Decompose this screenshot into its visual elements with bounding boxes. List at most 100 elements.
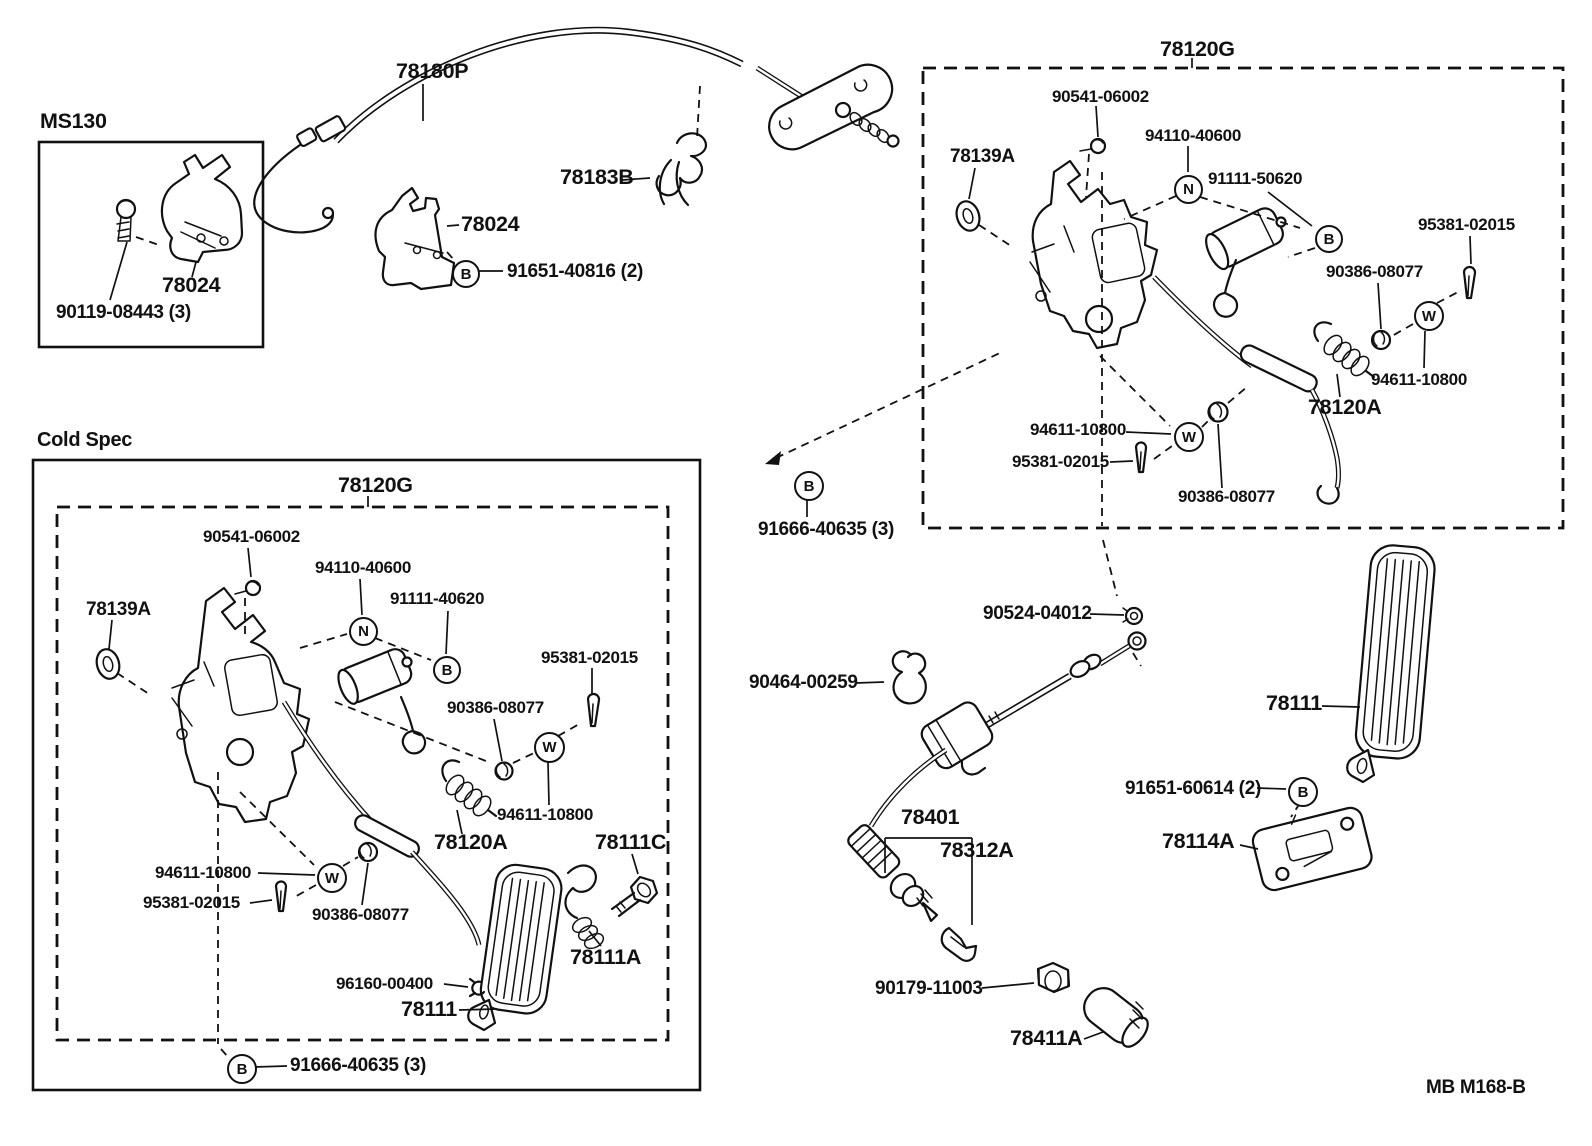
- top-cable-art: [253, 26, 900, 291]
- bellcrank-icon: [768, 63, 894, 151]
- cotter-pin-icon: [1462, 265, 1477, 300]
- part-label-78183b: 78183B: [560, 165, 634, 189]
- fastener-circle-w: W: [1414, 301, 1444, 331]
- main-box-frame: [921, 66, 1565, 530]
- part-label-78139a-main: 78139A: [950, 146, 1015, 167]
- hose-clamp-icon: [891, 650, 927, 705]
- part-label-91111-40620: 91111-40620: [390, 589, 485, 608]
- e-clip-icon: [468, 977, 486, 998]
- part-label-94110-main: 94110-40600: [1145, 126, 1241, 145]
- part-label-95381-left-main: 95381-02015: [1012, 452, 1109, 471]
- cold-inner-frame: [55, 505, 670, 1042]
- fastener-circle-w: W: [1174, 422, 1204, 452]
- collar-icon: [494, 761, 514, 781]
- part-label-95381-right-cold: 95381-02015: [541, 648, 638, 667]
- part-label-90386-left-cold: 90386-08077: [312, 905, 409, 924]
- part-label-78114a: 78114A: [1162, 829, 1235, 853]
- part-label-78139a-cold: 78139A: [86, 599, 151, 620]
- part-label-78120a-cold: 78120A: [434, 830, 508, 854]
- bracket-icon: [160, 153, 244, 264]
- drawing-code: MB M168-B: [1426, 1077, 1526, 1098]
- fastener-circle-n: N: [1174, 175, 1203, 204]
- fastener-circle-b: B: [452, 260, 480, 288]
- cold-box-title: 78120G: [338, 473, 413, 497]
- fastener-circle-b: B: [1288, 777, 1318, 807]
- part-label-78024-ms130: 78024: [162, 273, 221, 297]
- cold-box-art: [31, 458, 702, 1092]
- part-label-78111-right: 78111: [1266, 691, 1322, 715]
- part-label-90541-main: 90541-06002: [1052, 87, 1149, 106]
- nut-icon: [1124, 606, 1144, 626]
- cold-box-header: Cold Spec: [37, 429, 133, 451]
- main-box-art: [765, 58, 1565, 597]
- fastener-circle-w: W: [317, 863, 347, 893]
- grommet-icon: [95, 648, 121, 680]
- pedal-assembly-art: [1239, 544, 1436, 892]
- cotter-pin-icon: [586, 692, 601, 728]
- part-label-94611-right-main: 94611-10800: [1371, 370, 1467, 389]
- cable-adjuster-icon: [847, 824, 901, 879]
- part-label-95381-right-main: 95381-02015: [1418, 215, 1515, 234]
- part-label-90179: 90179-11003: [875, 978, 983, 999]
- part-label-90386-right-main: 90386-08077: [1326, 262, 1423, 281]
- pedal-plate-icon: [1251, 806, 1373, 892]
- accelerator-pedal-icon: [1354, 544, 1436, 760]
- cold-box-frame: [31, 458, 702, 1092]
- fastener-circle-w: W: [534, 732, 565, 763]
- fastener-circle-b: B: [227, 1054, 257, 1084]
- part-label-94110-cold: 94110-40600: [315, 558, 411, 577]
- bolt-icon: [629, 875, 659, 905]
- part-label-90464: 90464-00259: [749, 672, 858, 693]
- screw-icon: [244, 579, 262, 597]
- damper-icon: [337, 648, 413, 705]
- part-label-90541-cold: 90541-06002: [203, 527, 300, 546]
- part-label-78411a: 78411A: [1010, 1026, 1083, 1050]
- part-label-91111-50620: 91111-50620: [1208, 169, 1303, 188]
- spring-icon: [1313, 321, 1333, 343]
- part-label-91666-cold: 91666-40635 (3): [290, 1055, 426, 1076]
- part-label-78120a-main: 78120A: [1308, 395, 1382, 419]
- ms130-title: MS130: [40, 109, 107, 133]
- hex-nut-icon: [1036, 961, 1071, 994]
- part-label-91651-60614: 91651-60614 (2): [1125, 778, 1261, 799]
- part-label-78111-cold: 78111: [401, 997, 457, 1021]
- screw-icon: [1089, 137, 1107, 155]
- collar-icon: [1207, 401, 1229, 423]
- fastener-circle-b: B: [794, 471, 824, 501]
- part-label-90524: 90524-04012: [983, 603, 1092, 624]
- pedal-pad-icon: [479, 863, 563, 1015]
- part-label-78111a: 78111A: [570, 945, 642, 969]
- ms130-frame: [37, 140, 265, 349]
- fastener-circle-n: N: [349, 617, 378, 646]
- part-label-78401: 78401: [901, 805, 960, 829]
- pedal-bracket-icon: [1031, 159, 1159, 350]
- part-label-90119-08443: 90119-08443 (3): [56, 302, 191, 323]
- cable-assembly-art: [847, 606, 1149, 1048]
- clip-icon: [655, 132, 707, 207]
- fastener-circle-b: B: [433, 656, 461, 684]
- spring-icon: [441, 759, 461, 783]
- part-label-94611-left-main: 94611-10800: [1030, 420, 1126, 439]
- part-label-95381-left-cold: 95381-02015: [143, 893, 240, 912]
- collar-icon: [1370, 329, 1392, 351]
- part-label-78024-top: 78024: [461, 212, 520, 236]
- damper-icon: [1205, 207, 1284, 271]
- collar-icon: [357, 841, 379, 863]
- cable-eye-icon: [1127, 631, 1147, 651]
- pedal-bracket-icon: [177, 586, 311, 824]
- part-label-90386-right-cold: 90386-08077: [447, 698, 544, 717]
- part-label-90386-bottom-main: 90386-08077: [1178, 487, 1275, 506]
- bracket-icon: [374, 186, 456, 291]
- ms130-box-art: [37, 140, 265, 349]
- part-label-96160: 96160-00400: [336, 974, 433, 993]
- part-label-78111c: 78111C: [595, 830, 667, 854]
- pedal-pad-cap-icon: [1083, 987, 1149, 1048]
- tension-spring-icon: [564, 864, 597, 920]
- part-label-94611-right-cold: 94611-10800: [497, 805, 593, 824]
- part-label-78180p: 78180P: [396, 59, 469, 83]
- fastener-circle-b: B: [1315, 225, 1343, 253]
- part-label-91666-main: 91666-40635 (3): [758, 519, 894, 540]
- grommet-icon: [955, 200, 981, 232]
- part-label-78312a: 78312A: [940, 838, 1014, 862]
